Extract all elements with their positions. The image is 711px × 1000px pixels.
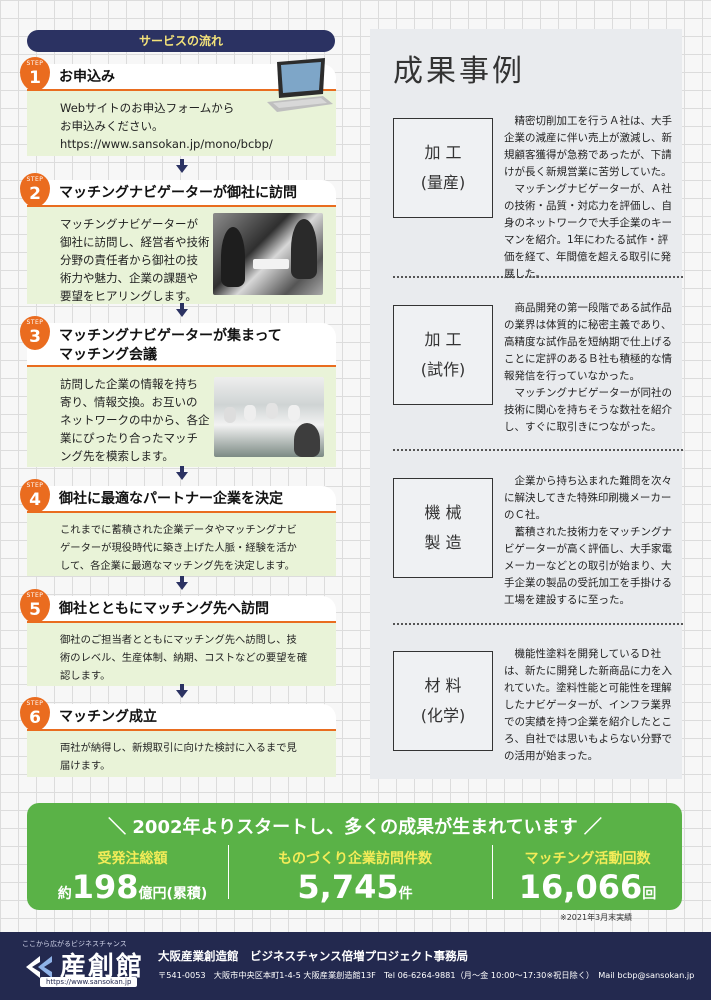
case-paragraph: 企業から持ち込まれた難問を次々に解決してきた特殊印刷機メーカーのＣ社。: [504, 475, 672, 521]
case-paragraph: 精密切削加工を行うＡ社は、大手企業の減産に伴い売上が激減し、新規顧客獲得が急務で…: [504, 115, 672, 178]
step-label: STEP: [26, 319, 44, 326]
banner-headline: ＼ 2002年よりスタートし、多くの成果が生まれています ／: [90, 813, 620, 839]
step-3-badge: STEP 3: [20, 316, 50, 350]
flow-arrow: [176, 303, 188, 317]
step-2-badge: STEP 2: [20, 173, 50, 207]
dotted-divider: [393, 276, 683, 278]
step-3-card: STEP 3 マッチングナビゲーターが集まって マッチング会議 訪問した企業の情…: [20, 316, 336, 467]
meeting-photo: [213, 213, 323, 295]
step-1-card: STEP 1 お申込み Webサイトのお申込フォームから お申込みください。 h…: [20, 57, 336, 156]
footer-title: 大阪産業創造館 ビジネスチャンス倍増プロジェクト事務局: [158, 949, 469, 963]
stat-divider: [492, 845, 493, 899]
flow-arrow: [176, 684, 188, 698]
stat-orders: 受発注総額 約198億円(累積): [40, 848, 225, 906]
step-label: STEP: [26, 700, 44, 707]
case-c-label: 機 械 製 造: [393, 478, 493, 578]
stat-value: 16,066回: [518, 868, 657, 906]
step-2-title: マッチングナビゲーターが御社に訪問: [27, 180, 336, 207]
step-number: 6: [29, 708, 41, 728]
case-a-text: 精密切削加工を行うＡ社は、大手企業の減産に伴い売上が激減し、新規顧客獲得が急務で…: [504, 113, 674, 283]
case-label-line1: 加 工: [424, 143, 462, 162]
step-label: STEP: [26, 176, 44, 183]
achievements-banner: [27, 803, 682, 910]
case-label-line1: 加 工: [424, 330, 462, 349]
step-2-card: STEP 2 マッチングナビゲーターが御社に訪問 マッチングナビゲーターが 御社…: [20, 173, 336, 304]
slash-icon: ＼: [108, 817, 127, 838]
stat-value: 5,745件: [297, 868, 413, 906]
step-6-title: マッチング成立: [27, 704, 336, 731]
case-label-line1: 機 械: [424, 503, 462, 522]
step-number: 5: [29, 600, 41, 620]
step-number: 3: [29, 327, 41, 347]
step-5-body: 御社のご担当者とともにマッチング先へ訪問し、技 術のレベル、生産体制、納期、コス…: [27, 623, 336, 686]
stat-matching: マッチング活動回数 16,066回: [500, 848, 675, 906]
step-5-card: STEP 5 御社とともにマッチング先へ訪問 御社のご担当者とともにマッチング先…: [20, 589, 336, 686]
case-label-line1: 材 料: [424, 676, 462, 695]
logo-tagline: ここから広がるビジネスチャンス: [22, 940, 127, 948]
step-3-title: マッチングナビゲーターが集まって マッチング会議: [27, 323, 336, 367]
step-4-title: 御社に最適なパートナー企業を決定: [27, 486, 336, 513]
stat-label: 受発注総額: [97, 851, 168, 867]
dotted-divider: [393, 449, 683, 451]
case-d-text: 機能性塗料を開発しているＤ社は、新たに開発した新商品に力を入れていた。塗料性能と…: [504, 646, 674, 765]
flow-arrow: [176, 159, 188, 173]
case-b-text: 商品開発の第一段階である試作品の業界は体質的に秘密主義であり、高精度な試作品を短…: [504, 300, 674, 436]
case-paragraph: 機能性塗料を開発しているＤ社は、新たに開発した新商品に力を入れていた。塗料性能と…: [504, 648, 672, 762]
step-5-badge: STEP 5: [20, 589, 50, 623]
step-6-card: STEP 6 マッチング成立 両社が納得し、新規取引に向けた検討に入るまで見 届…: [20, 697, 336, 777]
conference-photo: [214, 377, 324, 457]
step-6-badge: STEP 6: [20, 697, 50, 731]
step-1-body: Webサイトのお申込フォームから お申込みください。 https://www.s…: [27, 91, 336, 156]
step-number: 4: [29, 490, 41, 510]
case-b-label: 加 工 (試作): [393, 305, 493, 405]
logo-url[interactable]: https://www.sansokan.jp: [40, 977, 138, 987]
dotted-divider: [393, 623, 683, 625]
results-title: 成果事例: [393, 54, 525, 89]
slash-icon: ／: [583, 817, 602, 838]
stat-label: ものづくり企業訪問件数: [278, 851, 432, 867]
case-paragraph: 商品開発の第一段階である試作品の業界は体質的に秘密主義であり、高精度な試作品を短…: [504, 302, 672, 382]
step-1-badge: STEP 1: [20, 57, 50, 91]
step-label: STEP: [26, 60, 44, 67]
step-label: STEP: [26, 482, 44, 489]
laptop-illustration: [263, 58, 335, 120]
case-a-label: 加 工 (量産): [393, 118, 493, 218]
case-d-label: 材 料 (化学): [393, 651, 493, 751]
step-4-card: STEP 4 御社に最適なパートナー企業を決定 これまでに蓄積された企業データや…: [20, 479, 336, 576]
step-number: 1: [29, 68, 41, 88]
case-label-line2: (試作): [420, 360, 466, 379]
stat-divider: [228, 845, 229, 899]
flow-arrow: [176, 466, 188, 480]
step-4-body: これまでに蓄積された企業データやマッチングナビ ゲーターが現役時代に築き上げた人…: [27, 513, 336, 576]
footer: [0, 932, 711, 1000]
footnote: ※2021年3月末実績: [560, 913, 633, 922]
case-label-line2: (量産): [420, 173, 466, 192]
sansokan-logo-icon: [24, 954, 54, 980]
stat-value: 約198億円(累積): [57, 868, 208, 906]
case-c-text: 企業から持ち込まれた難問を次々に解決してきた特殊印刷機メーカーのＣ社。 蓄積され…: [504, 473, 674, 609]
case-paragraph: マッチングナビゲーターが同社の技術に関心を持ちそうな数社を紹介し、すぐに取引きに…: [504, 387, 672, 433]
case-label-line2: 製 造: [424, 533, 462, 552]
case-label-line2: (化学): [420, 706, 466, 725]
step-label: STEP: [26, 592, 44, 599]
case-paragraph: マッチングナビゲーターが、Ａ社の技術・品質・対応力を評価し、自身のネットワークで…: [504, 183, 672, 280]
banner-headline-text: 2002年よりスタートし、多くの成果が生まれています: [132, 817, 578, 838]
footer-address: 〒541-0053 大阪市中央区本町1-4-5 大阪産業創造館13F Tel 0…: [158, 970, 695, 980]
step-6-body: 両社が納得し、新規取引に向けた検討に入るまで見 届けます。: [27, 731, 336, 777]
flow-header: サービスの流れ: [27, 30, 335, 52]
stat-label: マッチング活動回数: [524, 851, 651, 867]
step-number: 2: [29, 184, 41, 204]
step-4-badge: STEP 4: [20, 479, 50, 513]
step-5-title: 御社とともにマッチング先へ訪問: [27, 596, 336, 623]
flow-arrow: [176, 576, 188, 590]
stat-visits: ものづくり企業訪問件数 5,745件: [240, 848, 470, 906]
case-paragraph: 蓄積された技術力をマッチングナビゲーターが高く評価し、大手家電メーカーなどとの取…: [504, 526, 672, 606]
